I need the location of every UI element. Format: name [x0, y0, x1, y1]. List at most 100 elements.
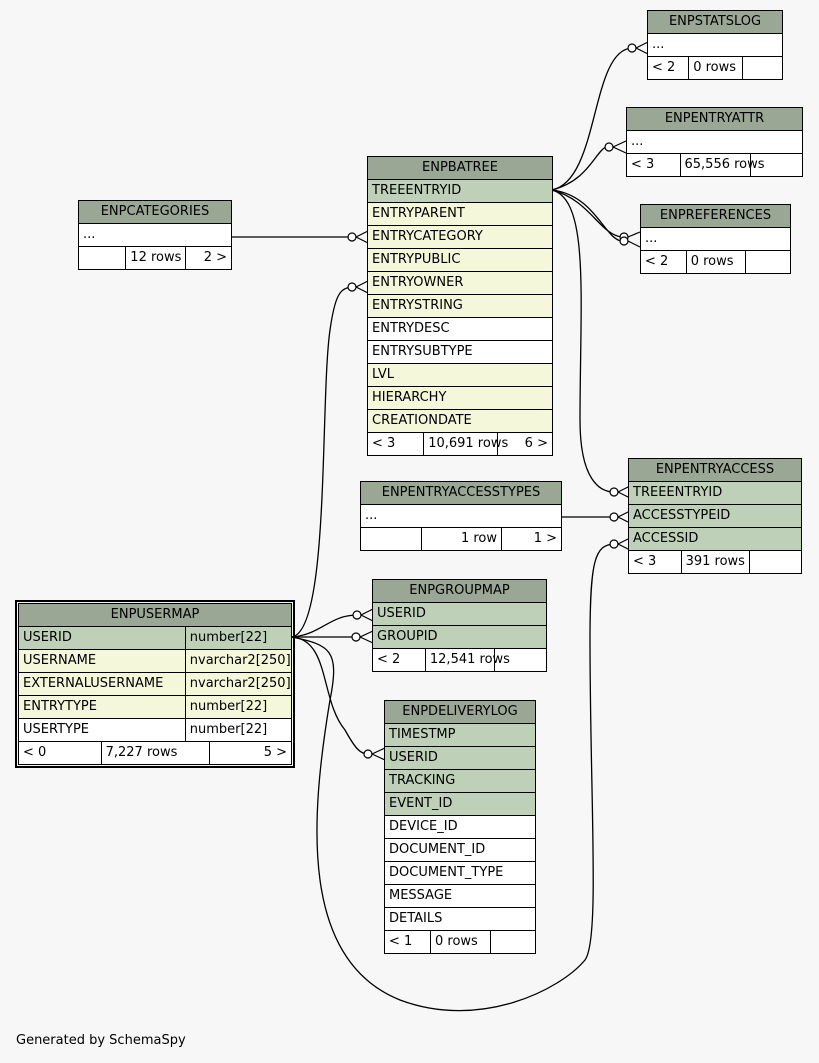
column-type: number[22] [184, 719, 291, 741]
table-row[interactable]: ENTRYOWNER [368, 272, 552, 295]
column-type: number[22] [184, 696, 291, 718]
column-name: TRACKING [389, 773, 456, 788]
column-name: USERID [377, 606, 426, 621]
table-row[interactable]: ENTRYSTRING [368, 295, 552, 318]
table-row[interactable]: ACCESSID [629, 528, 801, 551]
children-count: 6 > [496, 433, 552, 455]
table-enpbatree[interactable]: ENPBATREE TREEENTRYID ENTRYPARENT ENTRYCATE… [367, 156, 553, 456]
table-header[interactable]: ENPENTRYACCESS [629, 459, 801, 482]
children-count [741, 57, 782, 79]
table-header[interactable]: ENPUSERMAP [19, 604, 291, 627]
table-row[interactable]: ENTRYPUBLIC [368, 249, 552, 272]
table-header[interactable]: ENPBATREE [368, 157, 552, 180]
table-row[interactable]: TRACKING [385, 770, 535, 793]
table-row[interactable]: USERID [385, 747, 535, 770]
table-row[interactable]: ... [627, 131, 802, 154]
table-row[interactable]: ENTRYCATEGORY [368, 226, 552, 249]
table-row[interactable]: ... [648, 34, 782, 57]
column-name: ENTRYPARENT [372, 206, 465, 221]
table-header[interactable]: ENPREFERENCES [641, 205, 790, 228]
table-header[interactable]: ENPENTRYATTR [627, 108, 802, 131]
table-row[interactable]: ACCESSTYPEID [629, 505, 801, 528]
column-type: nvarchar2[250] [184, 673, 291, 695]
table-row[interactable]: CREATIONDATE [368, 410, 552, 433]
column-name: USERID [23, 630, 72, 645]
table-row[interactable]: USERID [373, 603, 546, 626]
column-name: TIMESTMP [389, 727, 456, 742]
column-type: nvarchar2[250] [184, 650, 291, 672]
row-count: 12 rows [124, 247, 186, 269]
children-count [749, 551, 801, 573]
table-row[interactable]: ENTRYTYPE number[22] [19, 696, 291, 719]
column-name: MESSAGE [389, 888, 453, 903]
table-enpdeliverylog[interactable]: ENPDELIVERYLOG TIMESTMP USERID TRACKING EVEN… [384, 700, 536, 954]
children-count: 1 > [501, 528, 561, 550]
table-row[interactable]: DOCUMENT_ID [385, 839, 535, 862]
table-row[interactable]: MESSAGE [385, 885, 535, 908]
table-row[interactable]: ... [79, 224, 231, 247]
table-row[interactable]: EVENT_ID [385, 793, 535, 816]
table-header[interactable]: ENPDELIVERYLOG [385, 701, 535, 724]
column-name: ... [645, 231, 658, 246]
edge-usermap-deliverylog [291, 636, 369, 755]
row-count: 10,691 rows [423, 433, 508, 455]
table-row[interactable]: DEVICE_ID [385, 816, 535, 839]
column-name: ENTRYTYPE [23, 699, 97, 714]
table-row[interactable]: ENTRYDESC [368, 318, 552, 341]
table-header[interactable]: ENPSTATSLOG [648, 11, 782, 34]
table-row[interactable]: DOCUMENT_TYPE [385, 862, 535, 885]
table-row[interactable]: ENTRYPARENT [368, 203, 552, 226]
column-name: GROUPID [377, 629, 438, 644]
row-count: 1 row [421, 528, 501, 550]
column-name: DOCUMENT_ID [389, 842, 486, 857]
column-name: ENTRYSUBTYPE [372, 344, 473, 359]
table-row[interactable]: TREEENTRYID [368, 180, 552, 203]
column-name: DEVICE_ID [389, 819, 458, 834]
row-count: 391 rows [680, 551, 750, 573]
table-row[interactable]: ... [641, 228, 790, 251]
table-header[interactable]: ENPGROUPMAP [373, 580, 546, 603]
children-count: 5 > [209, 742, 291, 764]
table-row[interactable]: HIERARCHY [368, 387, 552, 410]
column-name: ENTRYPUBLIC [372, 252, 461, 267]
edge-usermap-batree [291, 286, 353, 638]
column-name: ENTRYDESC [372, 321, 450, 336]
table-row[interactable]: TREEENTRYID [629, 482, 801, 505]
table-header[interactable]: ENPCATEGORIES [79, 201, 231, 224]
column-name: DETAILS [389, 911, 443, 926]
edge-batree-statslog [551, 47, 633, 191]
column-name: ... [631, 134, 644, 149]
table-row[interactable]: GROUPID [373, 626, 546, 649]
table-row[interactable]: LVL [368, 364, 552, 387]
table-row[interactable]: DETAILS [385, 908, 535, 931]
table-row[interactable]: ... [361, 505, 561, 528]
edge-batree-entryaccess [551, 189, 615, 493]
parents-count: < 2 [377, 652, 401, 667]
table-row[interactable]: ENTRYSUBTYPE [368, 341, 552, 364]
row-count: 7,227 rows [100, 742, 210, 764]
column-name: TREEENTRYID [372, 183, 462, 198]
row-count: 0 rows [688, 57, 742, 79]
table-row[interactable]: TIMESTMP [385, 724, 535, 747]
table-header[interactable]: ENPENTRYACCESSTYPES [361, 482, 561, 505]
